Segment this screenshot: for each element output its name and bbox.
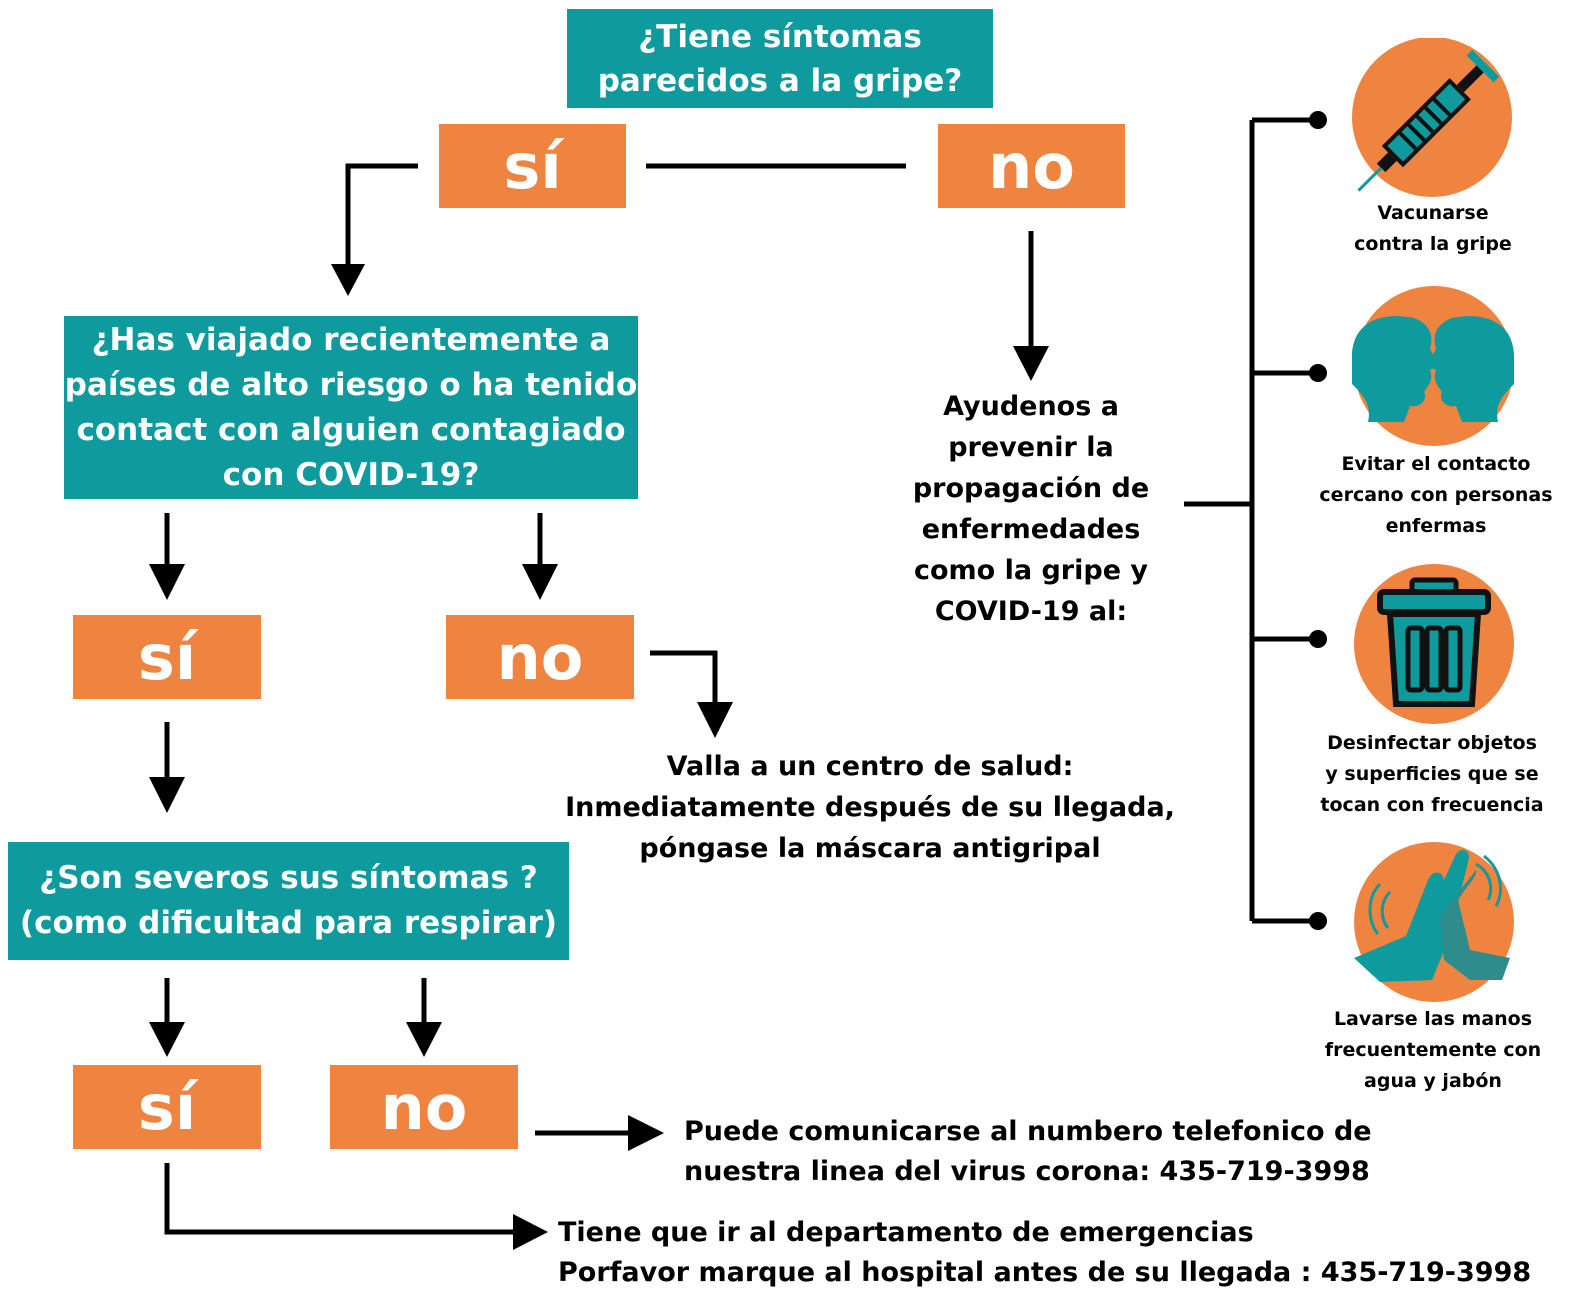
question-line: ¿Son severos sus síntomas ?: [39, 860, 538, 896]
arrowhead: [697, 702, 733, 738]
text-line: enfermas: [1385, 515, 1487, 537]
bracket-dot: [1309, 111, 1327, 129]
text-line: Tiene que ir al departamento de emergenc…: [558, 1217, 1254, 1248]
tip-vaccinate: Vacunarse contra la gripe: [1303, 198, 1563, 260]
bracket-dot: [1309, 364, 1327, 382]
bracket-dot: [1309, 912, 1327, 930]
bracket-dot: [1309, 630, 1327, 648]
answer-yes-q3: sí: [73, 1065, 261, 1149]
arrowhead: [628, 1115, 664, 1151]
tip-wash-hands: Lavarse las manos frecuentemente con agu…: [1303, 1004, 1563, 1097]
question-severe-symptoms: ¿Son severos sus síntomas ? (como dificu…: [8, 842, 569, 960]
arrowhead: [1013, 346, 1049, 381]
question-flu-symptoms: ¿Tiene síntomas parecidos a la gripe?: [567, 9, 993, 108]
text-line: Ayudenos a: [943, 391, 1119, 422]
text-line: y superficies que se: [1325, 763, 1539, 785]
text-line: nuestra linea del virus corona: 435-719-…: [684, 1156, 1370, 1187]
text-line: tocan con frecuencia: [1320, 794, 1544, 816]
faces-icon: [1352, 286, 1514, 446]
question-line: ¿Has viajado recientemente a: [91, 321, 611, 358]
arrowhead: [149, 564, 185, 600]
connector-q2-no-center: [650, 650, 718, 704]
text-line: contra la gripe: [1354, 233, 1512, 255]
text-line: Vacunarse: [1377, 202, 1489, 224]
arrowhead: [149, 777, 185, 813]
text-line: propagación de: [912, 473, 1150, 504]
text-line: enfermedades: [921, 514, 1141, 545]
connector-q3-yes-emergency: [164, 1163, 515, 1235]
trash-can-icon: [1354, 564, 1514, 724]
text-line: póngase la máscara antigripal: [639, 833, 1101, 864]
text-line: Lavarse las manos: [1333, 1008, 1533, 1030]
arrowhead: [522, 564, 558, 600]
question-line: contact con alguien contagiado: [76, 411, 626, 448]
washing-hands-icon: [1354, 842, 1514, 1002]
emergency-text: Tiene que ir al departamento de emergenc…: [558, 1213, 1558, 1293]
text-line: Inmediatamente después de su llegada,: [565, 792, 1175, 823]
text-line: frecuentemente con: [1324, 1039, 1542, 1061]
text-line: cercano con personas: [1319, 484, 1553, 506]
arrowhead: [331, 264, 365, 296]
text-line: Evitar el contacto: [1341, 453, 1531, 475]
arrowhead: [406, 1022, 442, 1057]
answer-no-q2: no: [446, 615, 634, 699]
tip-disinfect: Desinfectar objetos y superficies que se…: [1302, 728, 1562, 821]
question-line: parecidos a la gripe?: [597, 62, 963, 99]
answer-no-q3: no: [330, 1065, 518, 1149]
text-line: COVID-19 al:: [934, 596, 1128, 627]
question-line: con COVID-19?: [222, 456, 480, 493]
connector-q1-yes: [345, 163, 418, 268]
tip-avoid-contact: Evitar el contacto cercano con personas …: [1306, 449, 1566, 542]
hotline-text: Puede comunicarse al numbero telefonico …: [684, 1112, 1384, 1192]
text-line: Puede comunicarse al numbero telefonico …: [684, 1116, 1372, 1147]
prevention-bracket: [1184, 117, 1318, 924]
arrowhead: [149, 1022, 185, 1057]
answer-yes-q1: sí: [439, 124, 626, 208]
question-travel-contact: ¿Has viajado recientemente a países de a…: [64, 316, 638, 499]
text-line: prevenir la: [948, 432, 1114, 463]
text-line: Desinfectar objetos: [1327, 732, 1537, 754]
syringe-icon: [1352, 38, 1512, 197]
text-line: Porfavor marque al hospital antes de su …: [558, 1257, 1532, 1288]
question-line: países de alto riesgo o ha tenido: [64, 366, 638, 403]
question-line: ¿Tiene síntomas: [638, 18, 922, 55]
text-line: Valla a un centro de salud:: [666, 751, 1074, 782]
text-line: agua y jabón: [1364, 1070, 1502, 1092]
text-line: como la gripe y: [913, 555, 1149, 586]
health-center-text: Valla a un centro de salud: Inmediatamen…: [560, 746, 1180, 869]
arrowhead: [513, 1214, 548, 1250]
answer-yes-q2: sí: [73, 615, 261, 699]
prevention-text: Ayudenos a prevenir la propagación de en…: [900, 386, 1162, 632]
question-line: (como dificultad para respirar): [19, 905, 558, 941]
answer-no-q1: no: [938, 124, 1125, 208]
